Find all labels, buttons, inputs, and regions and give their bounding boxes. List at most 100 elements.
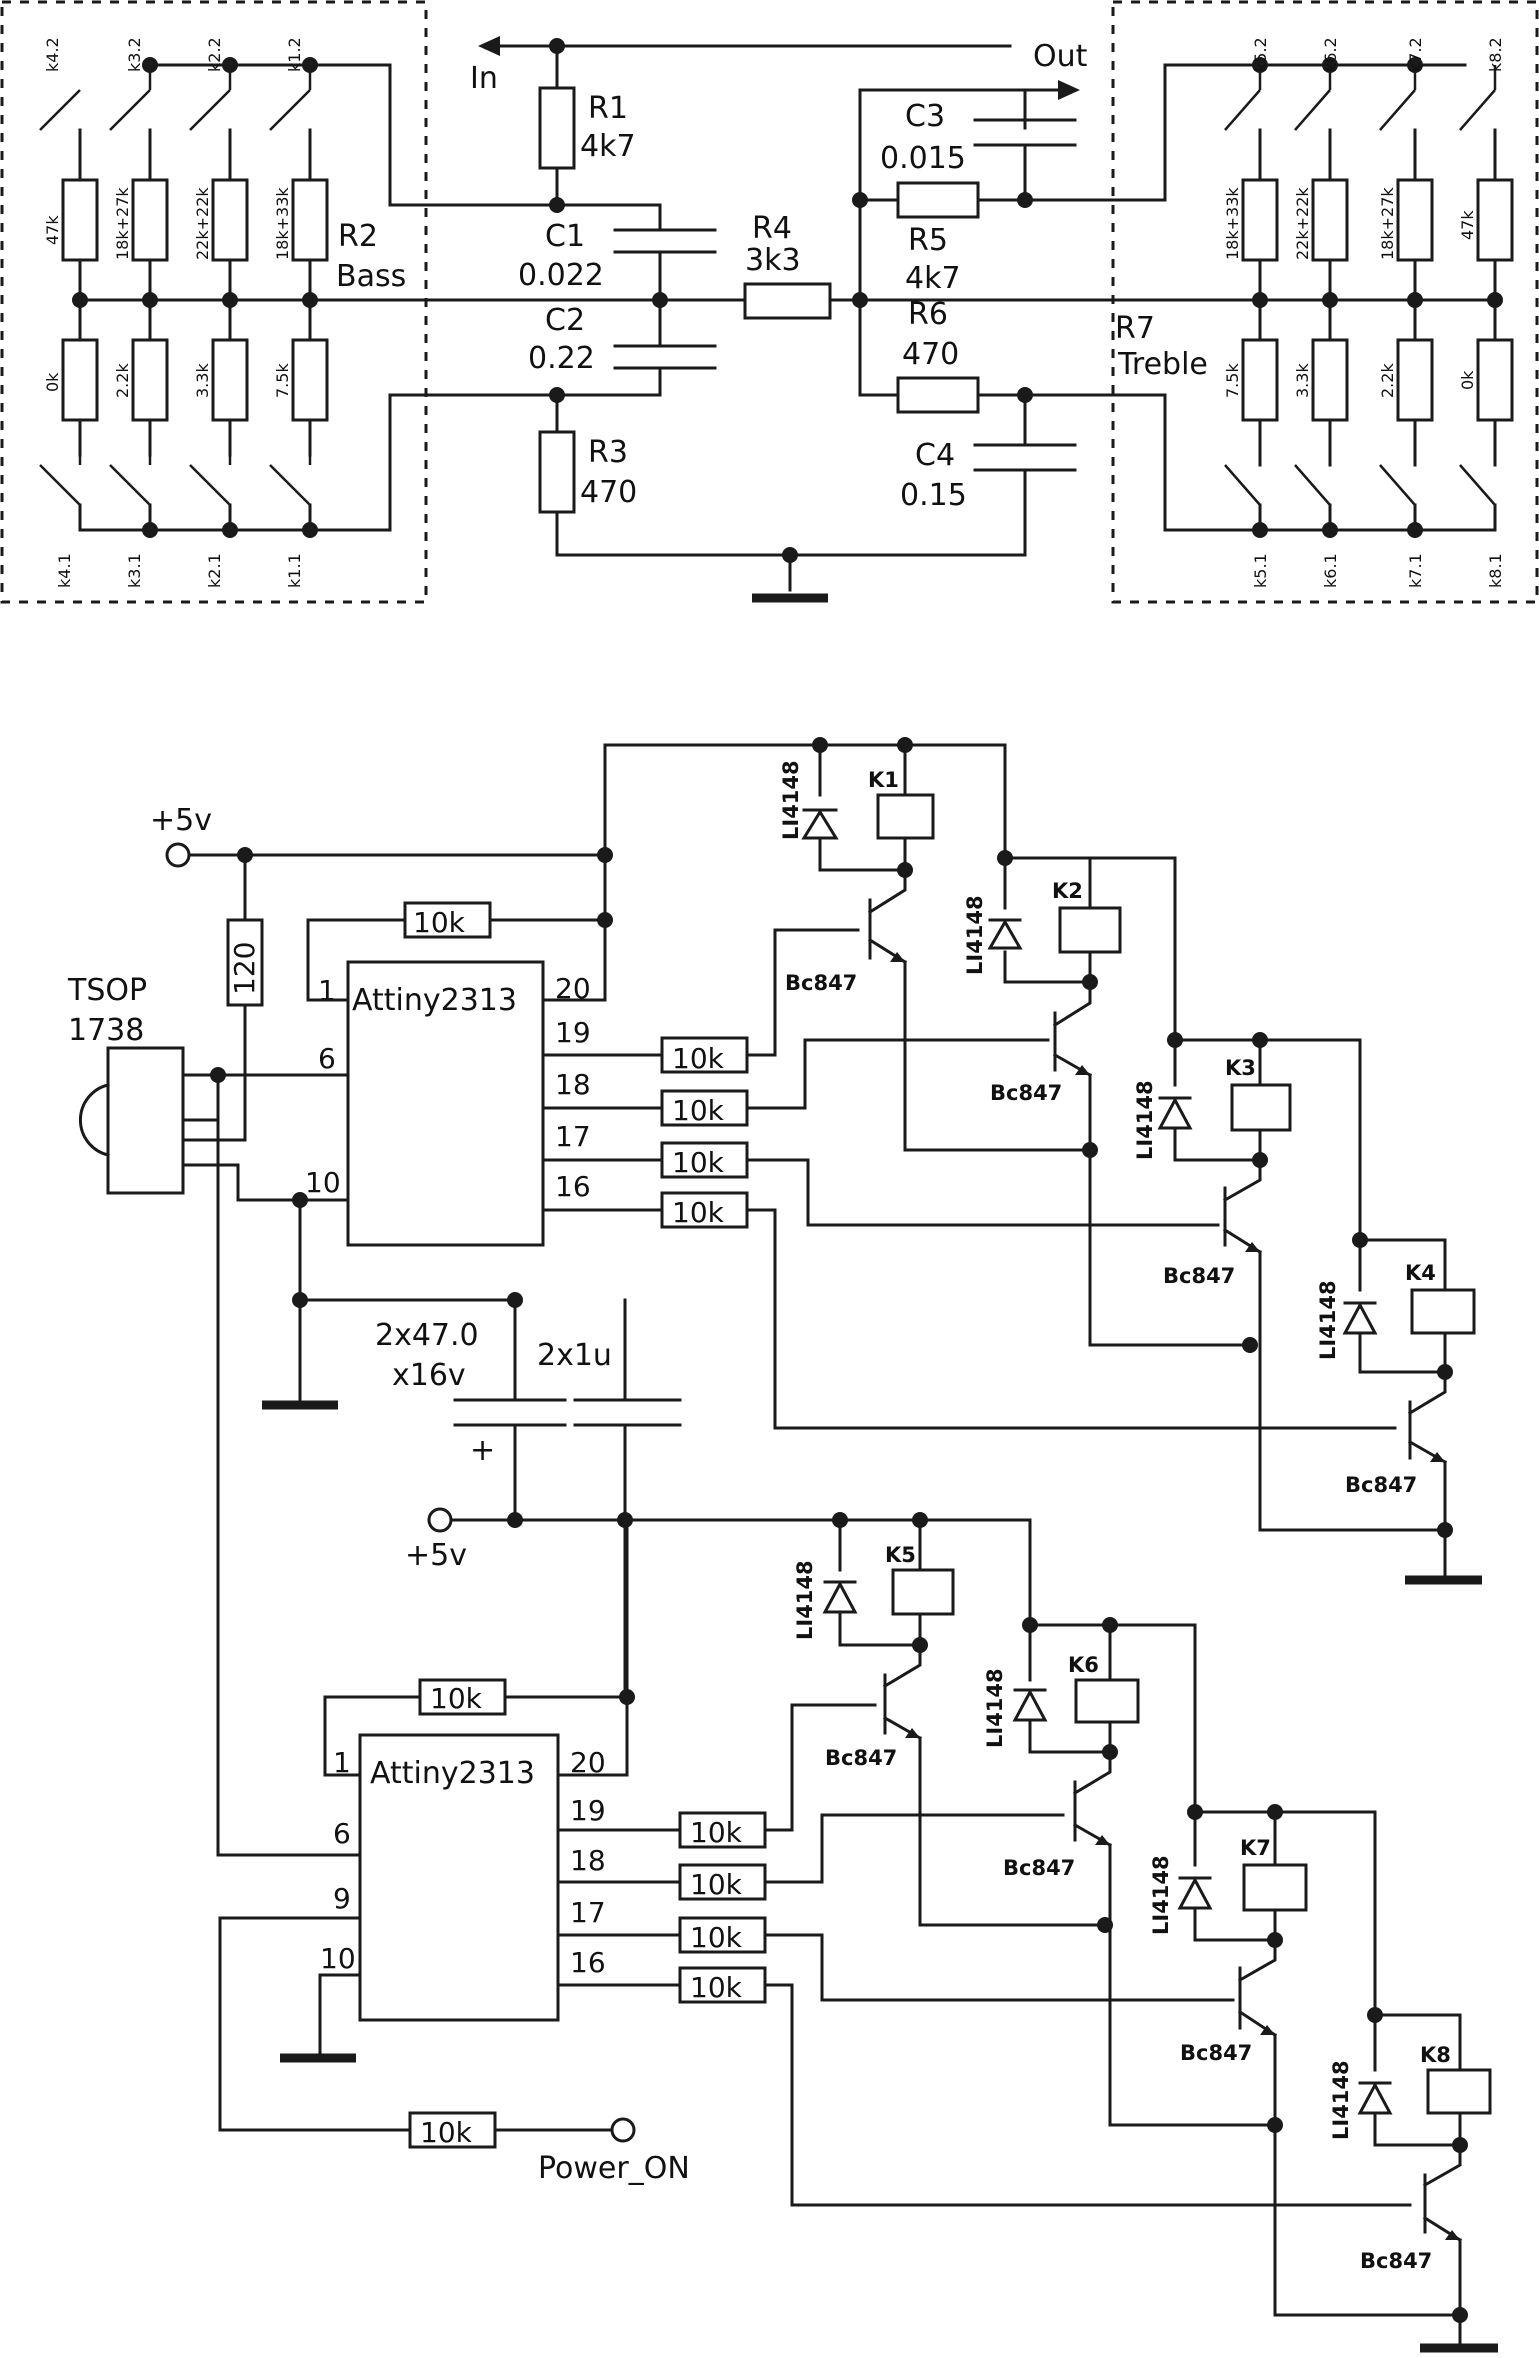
r6-name: R6 — [908, 297, 948, 332]
output-label: Out — [1033, 39, 1088, 74]
treble-resistor-2-2k — [1396, 338, 1434, 422]
treble-upper-res-3: 18k+27k — [1378, 187, 1397, 260]
film-capacitor-value: 2x1u — [537, 1338, 612, 1373]
diode-k1-label: LI4148 — [779, 760, 803, 840]
supply-label: +5v — [150, 803, 212, 838]
r3-value: 470 — [580, 475, 637, 510]
relay-k8-label: K8 — [1420, 2043, 1451, 2067]
relay-k4-label: K4 — [1405, 1261, 1436, 1285]
treble-resistor-7-5k — [1241, 338, 1279, 422]
mcu1-pin6: 6 — [318, 1042, 336, 1075]
r120-value: 120 — [228, 942, 261, 995]
bass-top-contact-3: k2.2 — [205, 37, 224, 72]
bass-top-contact-4: k1.2 — [285, 37, 304, 72]
tsop-lens-icon — [78, 1083, 110, 1157]
r3-name: R3 — [588, 435, 628, 470]
treble-resistor-18k-27k — [1396, 178, 1434, 262]
supply-terminal-2 — [427, 1507, 453, 1533]
bass-resistor-3-3k — [211, 338, 249, 422]
power-on-resistor-value: 10k — [420, 2116, 473, 2149]
r6-resistor — [896, 376, 980, 414]
relay-driver-k2: K2 LI4148 Bc847 — [963, 743, 1252, 1347]
relay-driver-k3: K3 LI4148 Bc847 — [1133, 1032, 1447, 1532]
mcu2-pin9: 9 — [333, 1882, 351, 1915]
bass-resistor-7-5k — [291, 338, 329, 422]
mcu2-pin16: 16 — [570, 1946, 606, 1979]
diode-k6-icon — [1012, 1688, 1048, 1722]
relay-k4-coil — [1410, 1288, 1476, 1335]
power-on-terminal[interactable] — [610, 2117, 636, 2143]
relay-k2-label: K2 — [1052, 879, 1083, 903]
mcu2-reset-resistor-value: 10k — [430, 1682, 483, 1715]
bass-lower-res-2: 2.2k — [113, 363, 132, 398]
transistor-k4-label: Bc847 — [1345, 1473, 1417, 1497]
transistor-k2-label: Bc847 — [990, 1081, 1062, 1105]
bass-upper-res-2: 18k+27k — [113, 187, 132, 260]
treble-lower-res-3: 2.2k — [1378, 363, 1397, 398]
mcu2-reset-resistor — [418, 1678, 507, 1716]
bass-top-contact-1: k4.2 — [43, 37, 62, 72]
treble-upper-res-4: 47k — [1458, 210, 1477, 240]
bass-resistor-47k — [61, 178, 99, 262]
transistor-k6-label: Bc847 — [1003, 1856, 1075, 1880]
mcu2-base-resistor-2 — [678, 1863, 767, 1901]
relay-k7-label: K7 — [1240, 1836, 1271, 1860]
output-arrow-icon — [1058, 80, 1080, 100]
input-label: In — [470, 61, 498, 96]
c3-value: 0.015 — [880, 141, 966, 176]
relay-k6-label: K6 — [1068, 1653, 1099, 1677]
bass-resistor-2-2k — [131, 338, 169, 422]
tone-control-stage: In R1 4k7 C1 0.022 C2 0.22 R4 3k3 R2 Bas… — [0, 0, 1539, 604]
treble-upper-res-2: 22k+22k — [1293, 187, 1312, 260]
diode-k5-label: LI4148 — [793, 1560, 817, 1640]
mcu1-pin16: 16 — [555, 1170, 591, 1203]
transistor-k7-label: Bc847 — [1180, 2041, 1252, 2065]
bass-lower-res-4: 7.5k — [273, 363, 292, 398]
treble-resistor-18k-33k — [1241, 178, 1279, 262]
relay-k8-coil — [1426, 2068, 1492, 2115]
treble-resistor-47k — [1476, 178, 1514, 262]
diode-k1-icon — [801, 809, 839, 840]
mcu1-pin10: 10 — [305, 1166, 341, 1199]
bass-top-contact-2: k3.2 — [125, 37, 144, 72]
treble-bottom-contact-4: k8.1 — [1486, 553, 1505, 588]
relay-k2-coil — [1058, 906, 1122, 954]
relay-k7-coil — [1242, 1863, 1308, 1912]
relay-k3-coil — [1230, 1083, 1292, 1132]
r1-resistor — [538, 86, 576, 170]
mcu2-pin19: 19 — [570, 1794, 606, 1827]
treble-top-contact-2: k6.2 — [1321, 37, 1340, 72]
diode-k5-icon — [822, 1580, 858, 1614]
relay-k3-label: K3 — [1225, 1056, 1256, 1080]
bass-upper-res-3: 22k+22k — [193, 187, 212, 260]
diode-k4-label: LI4148 — [1316, 1280, 1340, 1360]
c1-value: 0.022 — [518, 258, 604, 293]
relay-k5-label: K5 — [885, 1543, 916, 1567]
mcu1-pin18: 18 — [555, 1068, 591, 1101]
diode-k7-label: LI4148 — [1149, 1855, 1173, 1935]
treble-switch-enclosure — [1111, 0, 1539, 604]
r3-resistor — [538, 430, 576, 514]
power-on-label: Power_ON — [538, 2151, 690, 2186]
input-arrow-icon — [478, 36, 500, 56]
r7-name: R7 — [1115, 311, 1155, 346]
bass-resistor-22k-22k — [211, 178, 249, 262]
diode-k6-label: LI4148 — [983, 1668, 1007, 1748]
c4-name: C4 — [915, 438, 955, 473]
treble-bottom-contact-2: k6.1 — [1321, 553, 1340, 588]
mcu2-pin10: 10 — [320, 1942, 356, 1975]
diode-k2-icon — [987, 918, 1023, 950]
c2-value: 0.22 — [528, 341, 595, 376]
electrolytic-voltage: x16v — [392, 1358, 466, 1393]
treble-resistor-22k-22k — [1311, 178, 1349, 262]
mcu1-base-resistor-1-value: 10k — [672, 1042, 725, 1075]
mcu1-reset-resistor — [403, 901, 492, 939]
mcu2-base-resistor-3-value: 10k — [690, 1921, 743, 1954]
diode-k7-icon — [1177, 1876, 1213, 1910]
mcu2-pin18: 18 — [570, 1844, 606, 1877]
relay-k1-coil — [876, 793, 935, 840]
r5-resistor — [896, 181, 980, 219]
bass-bottom-contact-2: k3.1 — [125, 553, 144, 588]
mcu1-name: Attiny2313 — [352, 983, 517, 1018]
mcu1-chip — [346, 960, 545, 1247]
